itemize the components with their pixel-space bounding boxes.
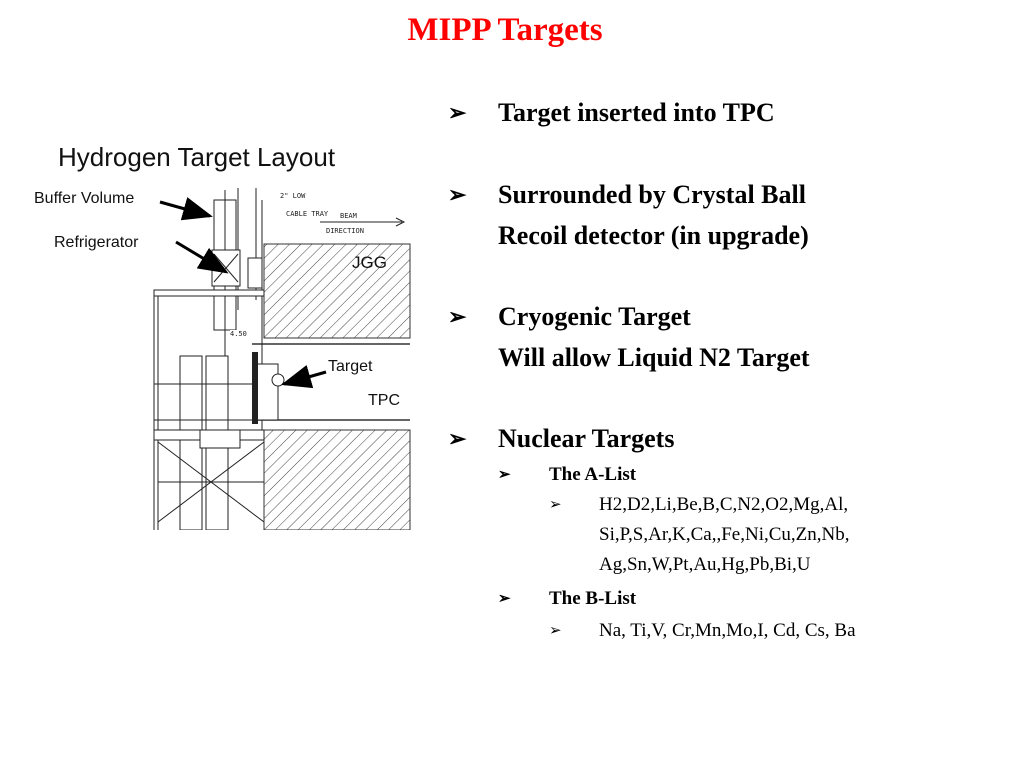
jgg-upper-block <box>263 243 411 339</box>
target-layout-drawing <box>153 188 411 530</box>
direction-note: DIRECTION <box>326 227 364 235</box>
bullet-arrow-icon: ➢ <box>448 304 467 329</box>
bullet-text-line2: Will allow Liquid N2 Target <box>498 343 810 372</box>
low-note: 2" LOW <box>280 192 306 200</box>
jgg-lower-block <box>263 429 411 530</box>
tpc-label: TPC <box>368 392 400 409</box>
bullet-text: Cryogenic Target <box>498 302 691 331</box>
bullet-arrow-icon: ➢ <box>448 426 467 451</box>
bullet-arrow-icon: ➢ <box>448 100 467 125</box>
bullet-text: Surrounded by Crystal Ball <box>498 180 806 209</box>
a-list-line: Si,P,S,Ar,K,Ca,,Fe,Ni,Cu,Zn,Nb, <box>599 524 850 545</box>
jgg-label: JGG <box>352 253 387 272</box>
bullet-arrow-icon: ➢ <box>498 591 511 607</box>
buffer-volume-label: Buffer Volume <box>34 190 135 208</box>
bullet-text-line2: Recoil detector (in upgrade) <box>498 221 809 250</box>
bullet-arrow-icon: ➢ <box>549 497 562 513</box>
refrigerator-label: Refrigerator <box>54 234 139 252</box>
slide-title: MIPP Targets <box>407 12 603 48</box>
beam-note: BEAM <box>340 212 357 220</box>
figure-title: Hydrogen Target Layout <box>58 142 336 172</box>
b-list-line: Na, Ti,V, Cr,Mn,Mo,I, Cd, Cs, Ba <box>599 620 856 641</box>
b-list-label: The B-List <box>549 588 637 609</box>
a-list-line: H2,D2,Li,Be,B,C,N2,O2,Mg,Al, <box>599 494 849 515</box>
bullet-arrow-icon: ➢ <box>448 182 467 207</box>
bullet-arrow-icon: ➢ <box>498 467 511 483</box>
bullet-text: Nuclear Targets <box>498 424 675 453</box>
cable-tray-note: CABLE TRAY <box>286 210 329 218</box>
a-list-line: Ag,Sn,W,Pt,Au,Hg,Pb,Bi,U <box>599 554 811 575</box>
dimension-note: 4.50 <box>230 330 247 338</box>
target-label: Target <box>328 358 373 376</box>
bullet-arrow-icon: ➢ <box>549 623 562 639</box>
a-list-label: The A-List <box>549 464 637 485</box>
hydrogen-target-layout-figure: Hydrogen Target Layout Buffer Volume Ref… <box>30 130 450 530</box>
bullet-text: Target inserted into TPC <box>498 98 775 127</box>
target-cell <box>255 363 279 421</box>
